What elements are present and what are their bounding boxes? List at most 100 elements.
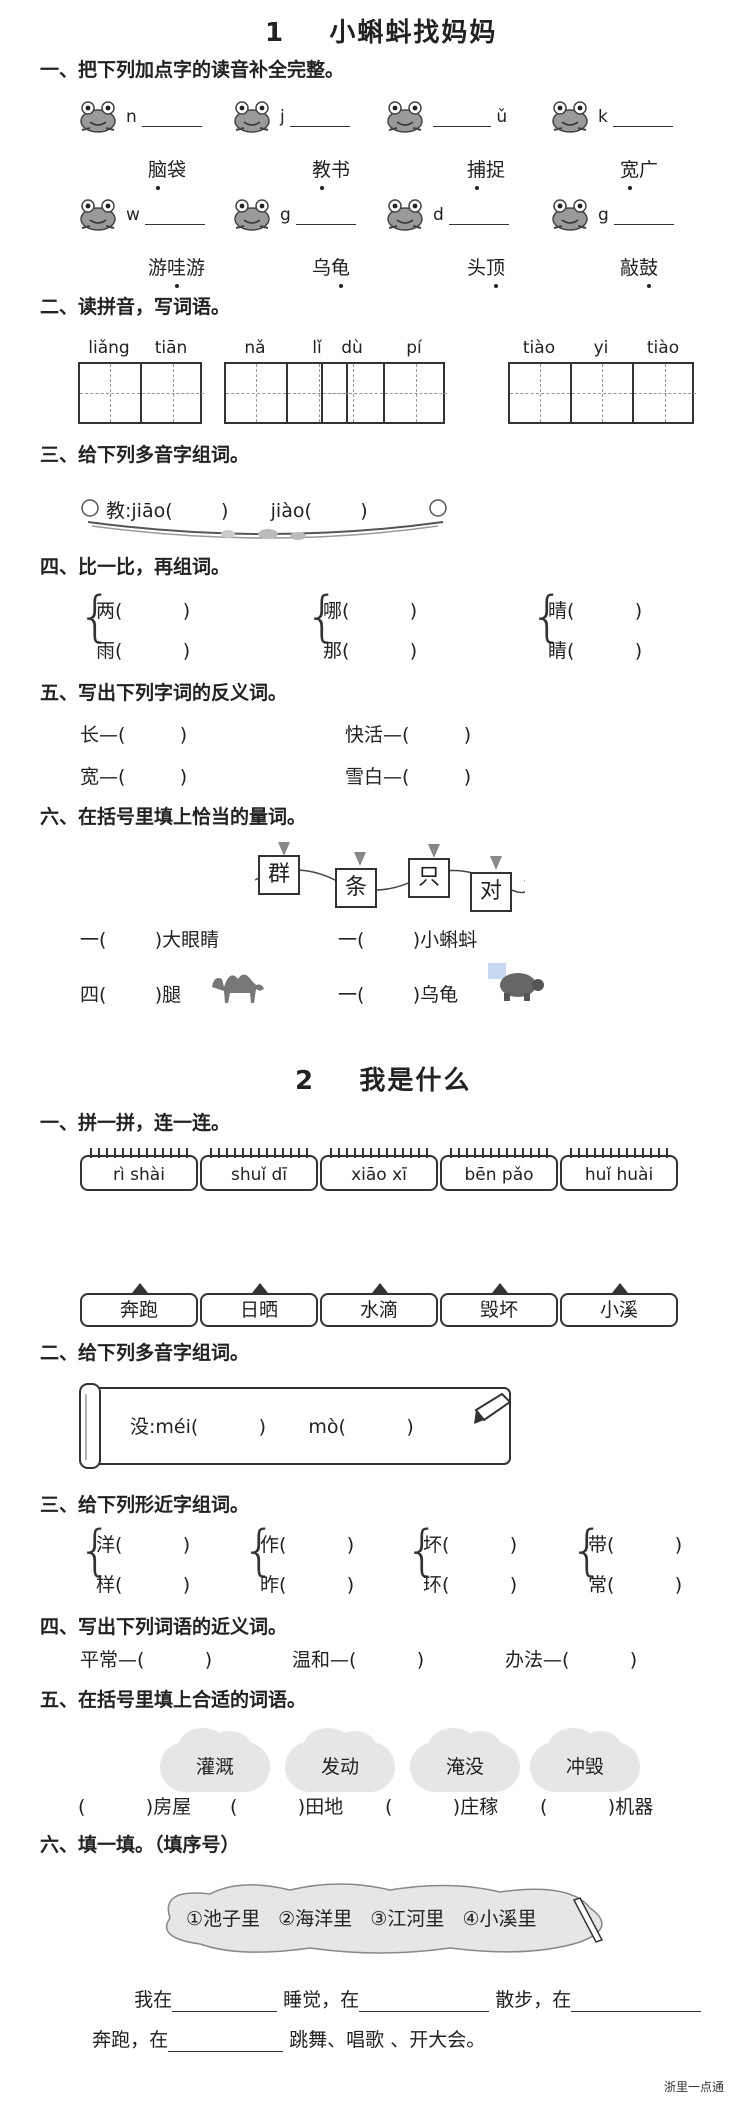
tian-cell[interactable] bbox=[226, 364, 288, 422]
tian-cell[interactable] bbox=[323, 364, 385, 422]
fill-blank-1[interactable] bbox=[172, 1991, 278, 2012]
l2-s4-item-2: 温和—( ) bbox=[292, 1649, 425, 1671]
final-blank[interactable] bbox=[614, 204, 675, 225]
dotted-word-3: 捕捉 bbox=[467, 155, 506, 190]
initial-blank[interactable] bbox=[433, 106, 491, 127]
pinyin-initial: g bbox=[280, 205, 291, 225]
hang-tab-icon bbox=[492, 1283, 508, 1293]
pair-item: 那( ) bbox=[323, 640, 418, 662]
cloud-2: 发动 bbox=[285, 1728, 395, 1792]
word-card-4[interactable]: 毁坏 bbox=[440, 1293, 558, 1327]
pinyin-card-2[interactable]: shuǐ dī bbox=[200, 1148, 318, 1191]
pinyin-label: tiān bbox=[154, 338, 188, 358]
l1-s5-item-3: 宽—( ) bbox=[80, 766, 188, 788]
pinyin-label: yi bbox=[593, 338, 609, 358]
measure-card-3: 只 bbox=[408, 858, 450, 898]
l2-s4-item-3: 办法—( ) bbox=[505, 1649, 638, 1671]
pinyin-blank-4[interactable]: g bbox=[598, 204, 675, 225]
pinyin-label: nǎ bbox=[244, 338, 266, 358]
pinyin-final: ǔ bbox=[496, 107, 508, 127]
tian-cell[interactable] bbox=[385, 364, 447, 422]
word-card-5[interactable]: 小溪 bbox=[560, 1293, 678, 1327]
writing-grid-4 bbox=[508, 362, 696, 424]
pinyin-blank-1[interactable]: w bbox=[126, 204, 206, 225]
l1-s6-item-4: 一( )乌龟 bbox=[338, 984, 459, 1006]
pair-item: 环( ) bbox=[423, 1574, 518, 1596]
word-char: 捉 bbox=[486, 159, 506, 181]
pinyin-card-1[interactable]: rì shài bbox=[80, 1148, 198, 1191]
word-char: 头 bbox=[467, 257, 487, 279]
word-card-1[interactable]: 奔跑 bbox=[80, 1293, 198, 1327]
brace-icon: { bbox=[78, 1519, 113, 1582]
pinyin-card-5[interactable]: huǐ huài bbox=[560, 1148, 678, 1191]
final-blank[interactable] bbox=[290, 106, 351, 127]
frog-item-1 bbox=[78, 100, 118, 138]
tian-cell[interactable] bbox=[80, 364, 142, 422]
tian-cell[interactable] bbox=[572, 364, 634, 422]
pair-item: 晴( ) bbox=[548, 600, 643, 622]
pair-item: 常( ) bbox=[588, 1574, 683, 1596]
brace-icon: { bbox=[78, 585, 113, 648]
tian-cell[interactable] bbox=[142, 364, 204, 422]
pair-item: 带( ) bbox=[588, 1534, 683, 1556]
word-card-2[interactable]: 日晒 bbox=[200, 1293, 318, 1327]
tian-cell[interactable] bbox=[634, 364, 696, 422]
pinyin-initial: d bbox=[433, 205, 444, 225]
l1-s3-heading: 三、给下列多音字组词。 bbox=[40, 444, 250, 466]
word-char: 捕 bbox=[467, 155, 486, 190]
pinyin-blank-3[interactable]: ǔ bbox=[433, 106, 507, 127]
pinyin-label: pí bbox=[406, 338, 422, 358]
writing-grid-3 bbox=[321, 362, 447, 424]
frog-item-3 bbox=[385, 100, 425, 138]
final-blank[interactable] bbox=[145, 204, 206, 225]
pinyin-blank-3[interactable]: d bbox=[433, 204, 510, 225]
brace-icon: { bbox=[242, 1519, 277, 1582]
word-char: 游 bbox=[186, 257, 206, 279]
dotted-word-3: 头顶 bbox=[467, 253, 505, 288]
brace-icon: { bbox=[305, 585, 340, 648]
pair-item: 坏( ) bbox=[423, 1534, 518, 1556]
measure-card-4: 对 bbox=[470, 872, 512, 912]
l1-s5-item-1: 长—( ) bbox=[80, 724, 188, 746]
final-blank[interactable] bbox=[449, 204, 510, 225]
tian-cell[interactable] bbox=[288, 364, 350, 422]
word-card-3[interactable]: 水滴 bbox=[320, 1293, 438, 1327]
l2-s2-scroll: 没:méi( ) mò( ) bbox=[78, 1380, 518, 1472]
frog-icon bbox=[552, 199, 588, 231]
word-char: 顶 bbox=[486, 253, 505, 288]
frog-icon bbox=[234, 101, 270, 133]
cloud-3: 淹没 bbox=[410, 1728, 520, 1792]
lesson1-title: 1 小蝌蚪找妈妈 bbox=[265, 12, 497, 49]
dotted-word-4: 宽广 bbox=[620, 155, 658, 190]
l1-s5-heading: 五、写出下列字词的反义词。 bbox=[40, 682, 288, 704]
word-char: 袋 bbox=[167, 159, 187, 181]
l2-s4-heading: 四、写出下列词语的近义词。 bbox=[40, 1616, 288, 1638]
tian-cell[interactable] bbox=[510, 364, 572, 422]
word-char: 敲 bbox=[620, 257, 640, 279]
pinyin-card-3[interactable]: xiāo xī bbox=[320, 1148, 438, 1191]
fill-blank-2[interactable] bbox=[359, 1991, 490, 2012]
cloud-4: 冲毁 bbox=[530, 1728, 640, 1792]
lesson1-number: 1 bbox=[265, 18, 286, 48]
l2-s6-line2-part1: 奔跑，在 bbox=[92, 2029, 169, 2051]
pinyin-initial: k bbox=[598, 107, 608, 127]
final-blank[interactable] bbox=[296, 204, 357, 225]
fill-blank-4[interactable] bbox=[168, 2031, 284, 2052]
hang-tab-icon bbox=[372, 1283, 388, 1293]
l1-s5-item-2: 快活—( ) bbox=[345, 724, 472, 746]
pinyin-card-4[interactable]: bēn pǎo bbox=[440, 1148, 558, 1191]
frog-icon bbox=[234, 199, 270, 231]
lesson2-title: 2 我是什么 bbox=[295, 1060, 471, 1097]
final-blank[interactable] bbox=[613, 106, 674, 127]
frog-icon bbox=[80, 101, 116, 133]
pinyin-blank-2[interactable]: g bbox=[280, 204, 357, 225]
pinyin-blank-4[interactable]: k bbox=[598, 106, 674, 127]
final-blank[interactable] bbox=[142, 106, 203, 127]
dotted-word-4: 敲鼓 bbox=[620, 253, 658, 288]
measure-card-2: 条 bbox=[335, 868, 377, 908]
pinyin-blank-1[interactable]: n bbox=[126, 106, 203, 127]
l1-s3-text: 教:jiāo( ) jiào( ) bbox=[106, 500, 368, 522]
word-char: 宽 bbox=[620, 155, 639, 190]
fill-blank-3[interactable] bbox=[571, 1991, 702, 2012]
pinyin-blank-2[interactable]: j bbox=[280, 106, 351, 127]
